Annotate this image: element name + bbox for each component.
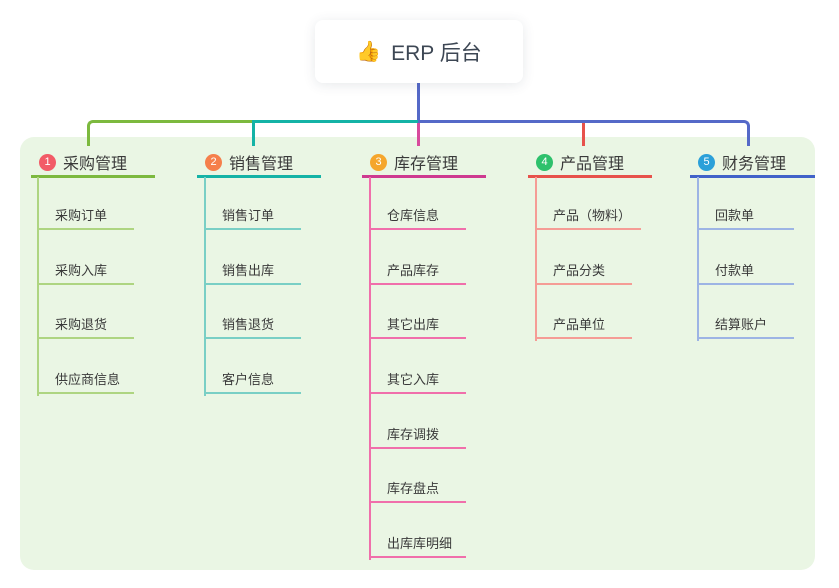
connector-trunk-product [535, 177, 537, 341]
child-node[interactable]: 采购退货 [37, 317, 134, 339]
child-node[interactable]: 库存调拨 [369, 427, 466, 449]
root-node-erp-backend[interactable]: 👍 ERP 后台 [315, 20, 523, 83]
child-node[interactable]: 产品（物料） [535, 208, 642, 230]
child-node[interactable]: 产品分类 [535, 263, 632, 285]
branch-product-management[interactable]: 4 产品管理 [528, 149, 652, 178]
connector-trunk-finance [697, 177, 699, 341]
child-node[interactable]: 销售订单 [204, 208, 301, 230]
branch-label: 采购管理 [63, 156, 128, 173]
connector-drop-product [582, 123, 585, 146]
connector-drop-sales [252, 122, 255, 146]
root-title: ERP 后台 [391, 41, 482, 65]
connector-trunk-purchase [37, 177, 39, 396]
branch-label: 产品管理 [560, 156, 625, 173]
badge-3-icon: 3 [370, 153, 387, 171]
child-node[interactable]: 其它出库 [369, 317, 466, 339]
child-node[interactable]: 仓库信息 [369, 208, 466, 230]
connector-trunk-inventory [369, 177, 371, 560]
child-node[interactable]: 销售出库 [204, 263, 301, 285]
branch-label: 财务管理 [722, 156, 787, 173]
child-node[interactable]: 采购入库 [37, 263, 134, 285]
mindmap-background-panel [20, 137, 815, 570]
child-node[interactable]: 产品库存 [369, 263, 466, 285]
branch-finance-management[interactable]: 5 财务管理 [690, 149, 815, 178]
connector-drop-inventory [417, 123, 420, 146]
thumbs-up-icon: 👍 [356, 40, 382, 63]
child-node[interactable]: 结算账户 [697, 317, 794, 339]
branch-label: 库存管理 [394, 156, 459, 173]
branch-label: 销售管理 [229, 156, 294, 173]
branch-sales-management[interactable]: 2 销售管理 [197, 149, 321, 178]
badge-2-icon: 2 [205, 153, 222, 171]
child-node[interactable]: 产品单位 [535, 317, 632, 339]
branch-inventory-management[interactable]: 3 库存管理 [362, 149, 486, 178]
connector-bus-green [87, 120, 254, 146]
child-node[interactable]: 供应商信息 [37, 372, 134, 394]
child-node[interactable]: 付款单 [697, 263, 794, 285]
badge-1-icon: 1 [39, 153, 56, 171]
connector-bus-teal [252, 120, 418, 123]
badge-5-icon: 5 [698, 153, 715, 171]
child-node[interactable]: 库存盘点 [369, 481, 466, 503]
child-node[interactable]: 其它入库 [369, 372, 466, 394]
child-node[interactable]: 采购订单 [37, 208, 134, 230]
connector-bus-blue [418, 120, 750, 146]
badge-4-icon: 4 [536, 153, 553, 171]
connector-root-line [417, 82, 420, 121]
branch-purchase-management[interactable]: 1 采购管理 [31, 149, 155, 178]
child-node[interactable]: 回款单 [697, 208, 794, 230]
connector-trunk-sales [204, 177, 206, 396]
child-node[interactable]: 出库库明细 [369, 536, 466, 558]
child-node[interactable]: 客户信息 [204, 372, 301, 394]
child-node[interactable]: 销售退货 [204, 317, 301, 339]
